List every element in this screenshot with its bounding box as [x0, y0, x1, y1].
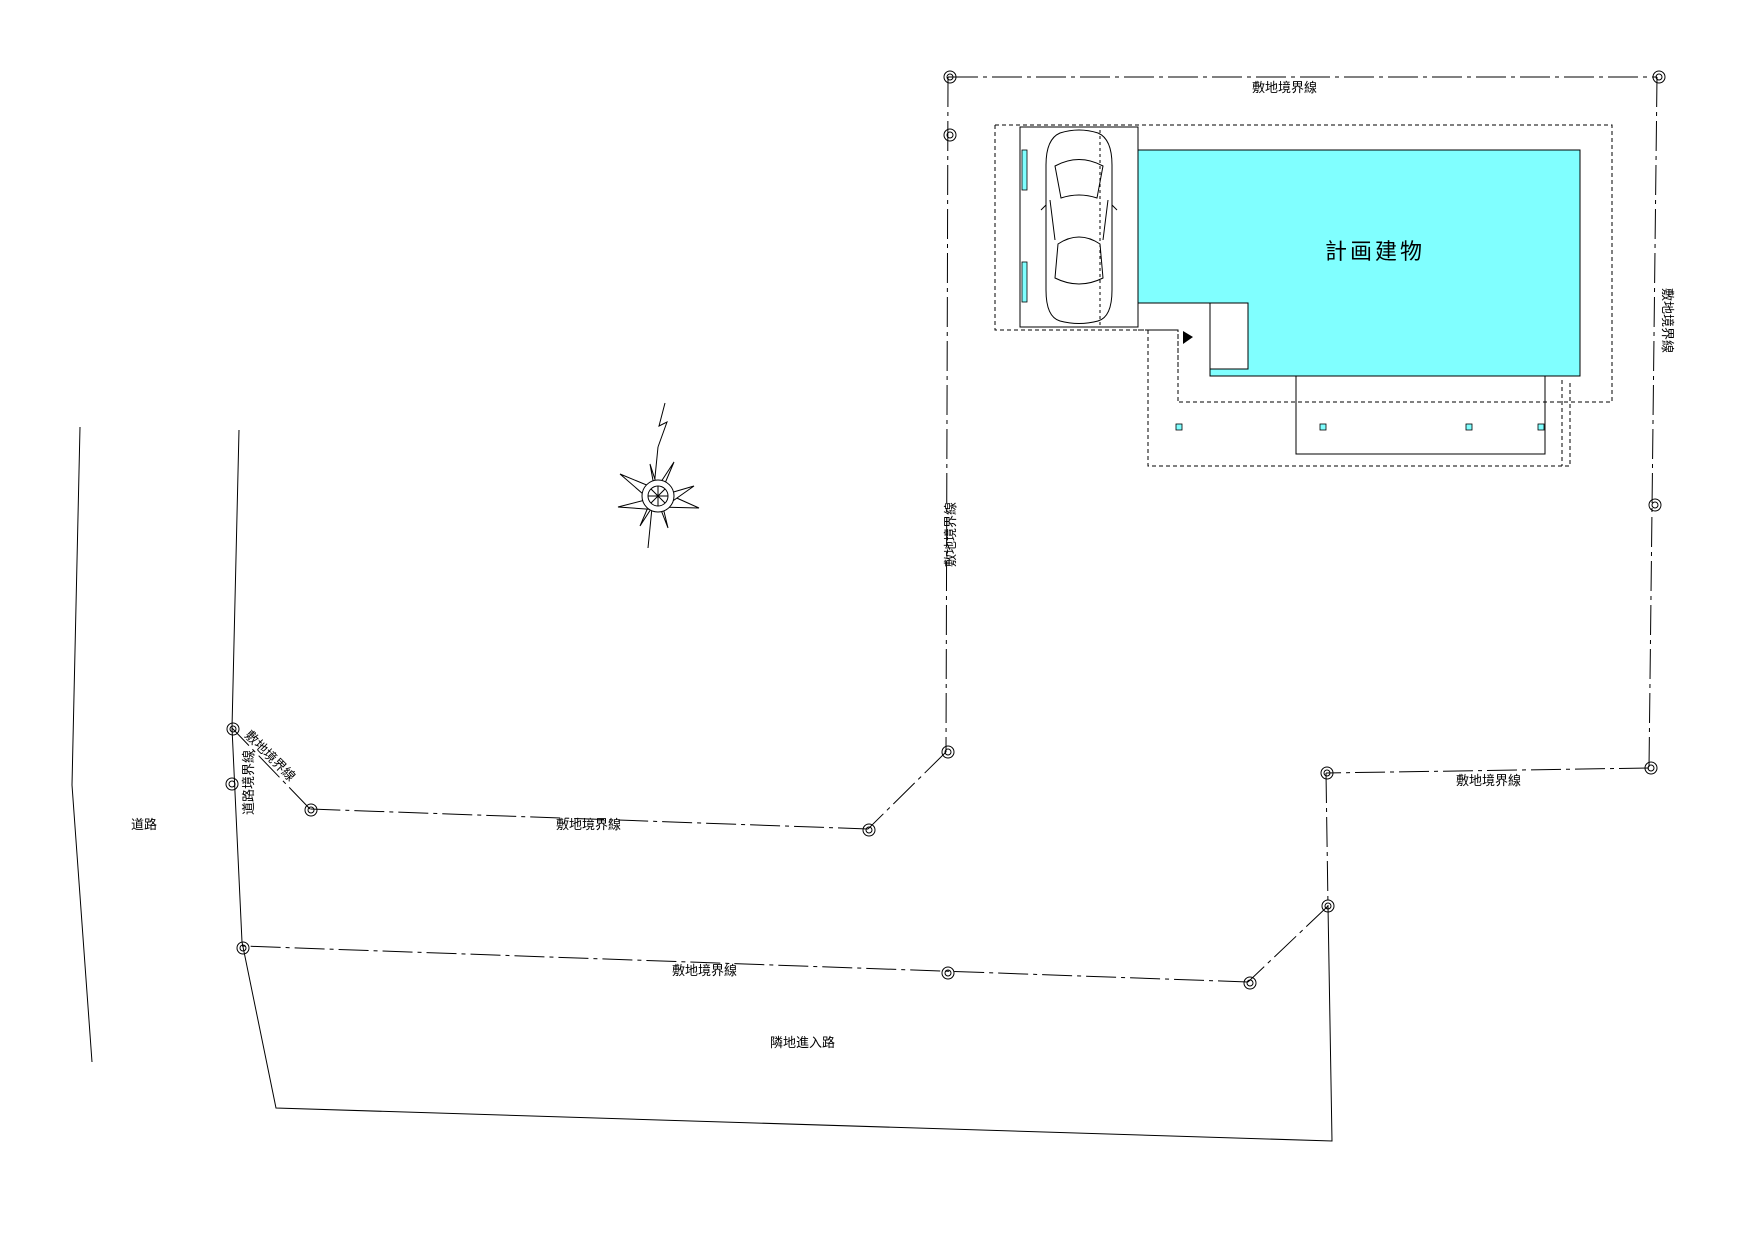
boundary-pin [225, 777, 239, 791]
boundary-label-right: 敷地境界線 [1659, 288, 1675, 353]
boundary-pin [941, 745, 955, 759]
posts [1175, 423, 1545, 431]
boundary-pin [1644, 761, 1658, 775]
boundary-pin [862, 823, 876, 837]
building-label: 計画建物 [1325, 240, 1425, 265]
boundary-pin [941, 966, 955, 980]
boundary-pin [943, 128, 957, 142]
boundary-label-bottom: 敷地境界線 [672, 963, 737, 979]
parking-space [1019, 126, 1139, 328]
compass-north-arrow-icon [617, 402, 700, 549]
boundary-label-top: 敷地境界線 [1252, 80, 1317, 96]
terrace [1232, 375, 1580, 455]
entrance-triangle-icon [1148, 329, 1193, 372]
site-boundary-lines [231, 76, 1658, 983]
car-icon [1040, 129, 1118, 326]
planned-building [1137, 149, 1581, 377]
road-edges [71, 426, 1333, 1142]
neighbor-access-label: 隣地進入路 [770, 1035, 835, 1051]
boundary-pin [943, 70, 957, 84]
boundary-pins [225, 70, 1666, 990]
post [1175, 423, 1183, 431]
post [1537, 423, 1545, 431]
road-label: 道路 [131, 817, 157, 833]
boundary-pin [1652, 70, 1666, 84]
boundary-pin [236, 941, 250, 955]
boundary-pin [1320, 766, 1334, 780]
boundary-pin [226, 722, 240, 736]
post [1465, 423, 1473, 431]
boundary-pin [1321, 899, 1335, 913]
boundary-pin [1243, 976, 1257, 990]
boundary-label-mid-vertical: 敷地境界線 [943, 502, 959, 567]
boundary-label-center: 敷地境界線 [556, 817, 621, 833]
road-boundary-label: 道路境界線 [241, 750, 257, 815]
boundary-pin [304, 803, 318, 817]
boundary-label-right-lower: 敷地境界線 [1456, 773, 1521, 789]
post [1319, 423, 1327, 431]
boundary-pin [1648, 498, 1662, 512]
